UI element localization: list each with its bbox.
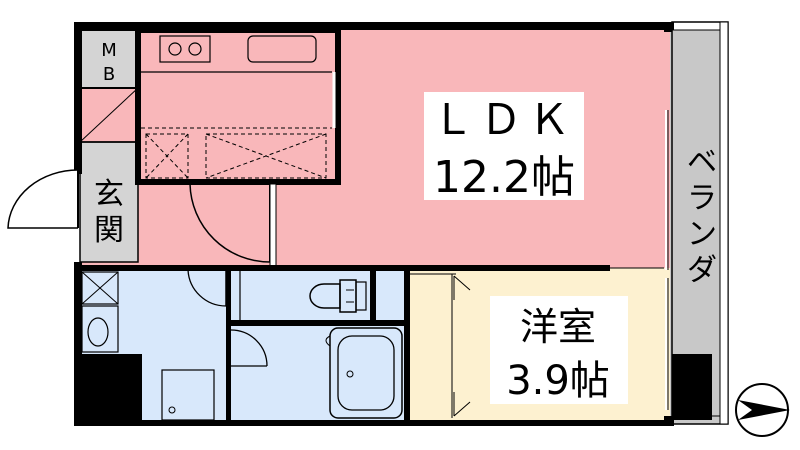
ldk-size: 12.2帖	[433, 152, 575, 203]
washroom-cabinet	[161, 369, 215, 421]
western-room-name: 洋室	[520, 305, 596, 349]
wall-right-lower	[664, 416, 672, 426]
entrance: 玄 関	[7, 141, 139, 263]
wall-left-lower	[74, 262, 82, 426]
interior-walls	[80, 265, 610, 425]
entrance-label-2: 関	[94, 213, 124, 248]
balcony-label-4: ダ	[687, 253, 717, 288]
balcony-label-2: ラ	[687, 181, 717, 216]
western-room-size: 3.9帖	[506, 358, 610, 404]
wall-right-upper	[664, 22, 672, 32]
entrance-area	[80, 142, 138, 262]
entry-door-swing	[7, 169, 79, 229]
north-arrow-icon	[735, 383, 790, 437]
balcony-label-1: ベ	[687, 145, 717, 180]
wall-ldk-south	[80, 265, 610, 271]
kitchen-wall-box	[135, 27, 341, 185]
bathtub-icon	[329, 327, 403, 419]
closet-door-bottom	[453, 392, 471, 417]
wall-wet-vertical	[404, 265, 410, 425]
ldk-area	[138, 30, 670, 268]
wall-wash-toilet	[226, 268, 231, 320]
wall-left-upper	[74, 22, 82, 172]
balcony-pillar	[672, 354, 712, 420]
wall-toilet-bath	[226, 320, 408, 326]
room-labels: ＬＤＫ 12.2帖 洋室 3.9帖	[424, 92, 628, 404]
closet-door-top	[453, 275, 471, 300]
laundry-pan	[81, 271, 119, 305]
mb-label-1: M	[101, 40, 117, 61]
ldk-name: ＬＤＫ	[432, 95, 576, 144]
washroom	[81, 269, 227, 421]
wall-bottom	[74, 420, 674, 426]
western-room	[410, 267, 664, 423]
toilet-icon	[309, 283, 341, 309]
washbasin-icon	[81, 305, 119, 353]
mb-area	[80, 30, 138, 88]
balcony-label-3: ン	[687, 217, 717, 252]
entrance-label-1: 玄	[94, 177, 124, 212]
wall-wash-bath	[226, 326, 231, 424]
wall-top	[74, 22, 674, 30]
stove-icon	[159, 35, 211, 63]
toilet	[239, 270, 367, 320]
balcony: ベ ラ ン ダ	[665, 21, 729, 425]
mb-label-2: B	[103, 64, 115, 85]
sink-icon	[247, 35, 317, 63]
pillar-washroom	[80, 354, 142, 422]
bathroom-area	[230, 324, 408, 424]
kitchen-cabinets	[141, 127, 332, 179]
kitchen	[135, 27, 341, 185]
bathroom	[230, 327, 403, 419]
room-fills	[80, 30, 726, 424]
toilet-area	[230, 268, 408, 324]
wall-toilet-right	[370, 268, 376, 324]
